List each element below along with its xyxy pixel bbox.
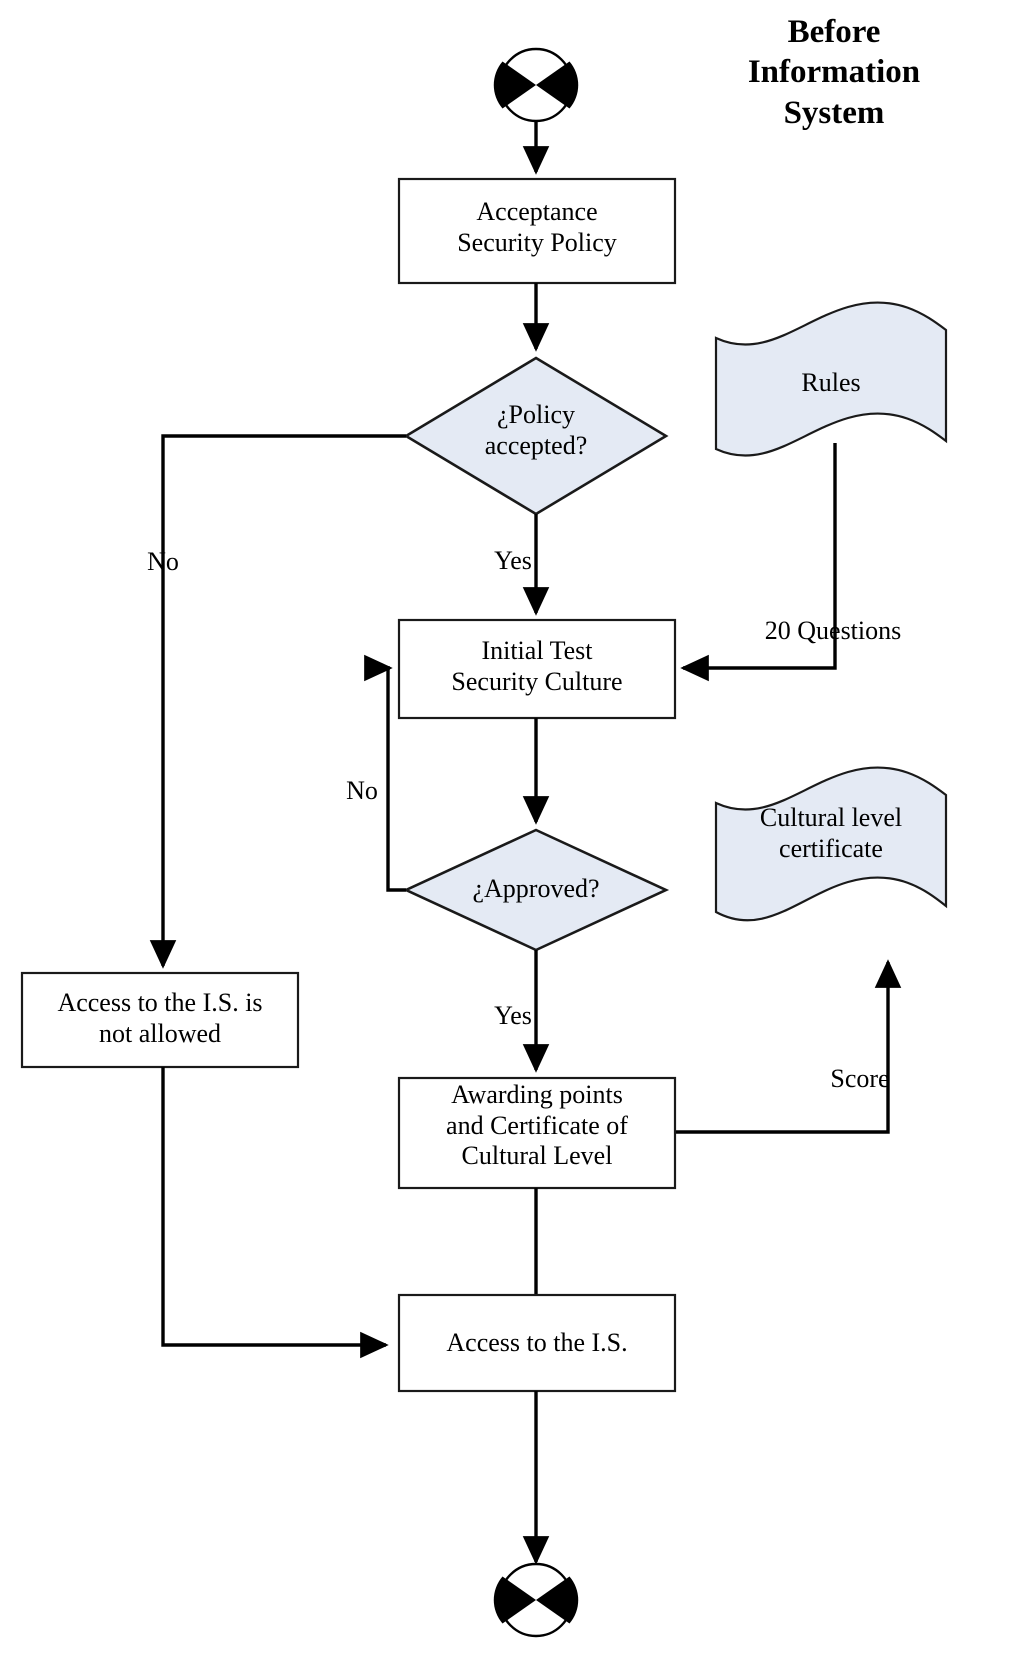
node-acceptance-security-policy-shape (397, 177, 677, 285)
node-policy-accepted-shape (403, 356, 669, 516)
start-terminator-icon (493, 47, 579, 123)
edge-rules-to-initial-test (680, 443, 837, 682)
edge-score-to-certificate (675, 959, 902, 1134)
node-access-to-is-shape (397, 1293, 677, 1393)
node-approved-shape (402, 828, 670, 952)
node-initial-test-security-culture-shape (397, 618, 677, 720)
node-cultural-level-certificate-shape (714, 766, 948, 922)
end-terminator-icon (493, 1562, 579, 1638)
node-rules-shape (714, 301, 948, 457)
edge-policy-no (149, 434, 406, 969)
edge-not-allowed-to-access (161, 1067, 389, 1359)
node-awarding-points-shape (397, 1076, 677, 1190)
node-access-not-allowed-shape (20, 971, 300, 1069)
edge-approved-no (364, 654, 406, 892)
